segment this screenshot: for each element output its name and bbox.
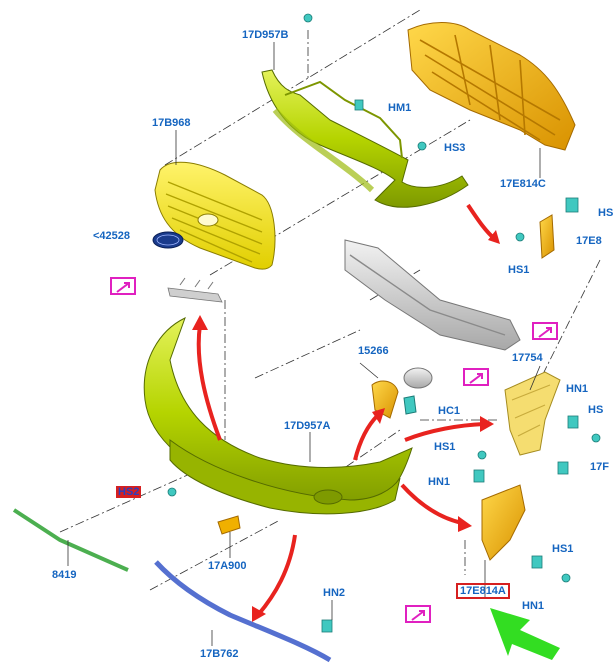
label-hs2[interactable]: HS2 — [116, 486, 142, 498]
lower-reinforcement[interactable] — [481, 484, 526, 561]
label-15266[interactable]: 15266 — [358, 345, 389, 357]
air-deflector[interactable] — [154, 560, 332, 663]
tow-eye-cover[interactable] — [217, 515, 241, 535]
highlight-arrow-icon — [490, 608, 560, 660]
label-hs1-low[interactable]: HS1 — [552, 543, 574, 555]
trim-strip[interactable] — [12, 508, 129, 572]
lower-bumper-cover[interactable] — [143, 317, 413, 515]
reference-arrow-icon[interactable] — [405, 605, 431, 623]
label-17d957a[interactable]: 17D957A — [284, 420, 331, 432]
grille-insert[interactable] — [154, 161, 276, 270]
label-hs3[interactable]: HS3 — [444, 142, 466, 154]
label-17e814c[interactable]: 17E814C — [500, 178, 546, 190]
label-17b968[interactable]: 17B968 — [152, 117, 191, 129]
label-17e8[interactable]: 17E8 — [576, 235, 602, 247]
clip-icon — [321, 99, 579, 633]
label-hs1-mid[interactable]: HS1 — [434, 441, 456, 453]
label-hs-right[interactable]: HS — [588, 404, 604, 416]
reference-arrow-icon[interactable] — [532, 322, 558, 340]
red-arrows — [196, 203, 498, 617]
ford-oval-badge-icon — [152, 231, 184, 249]
bumper-beam[interactable] — [344, 239, 521, 351]
right-side-bracket[interactable] — [504, 371, 561, 456]
label-17a900[interactable]: 17A900 — [208, 560, 247, 572]
label-hm1[interactable]: HM1 — [388, 102, 412, 114]
label-hn1-low[interactable]: HN1 — [522, 600, 545, 612]
fog-lamp-bracket[interactable] — [371, 367, 433, 419]
screw-icon — [167, 13, 601, 583]
label-8419[interactable]: 8419 — [52, 569, 77, 581]
label-hs1-upper[interactable]: HS1 — [508, 264, 530, 276]
clip-hc1[interactable] — [403, 395, 417, 415]
label-17f[interactable]: 17F — [590, 461, 609, 473]
label-17e814a[interactable]: 17E814A — [456, 583, 510, 599]
side-deflector-17e8[interactable] — [539, 214, 555, 259]
label-42528[interactable]: <42528 — [93, 230, 131, 242]
label-hn1-right[interactable]: HN1 — [566, 383, 589, 395]
label-hs-top-right[interactable]: HS — [598, 207, 613, 219]
label-leaders — [67, 42, 541, 646]
reference-arrow-icon[interactable] — [110, 277, 136, 295]
upper-reinforcement[interactable] — [407, 22, 576, 151]
small-bracket[interactable] — [167, 277, 223, 303]
label-17754[interactable]: 17754 — [512, 352, 543, 364]
label-hc1[interactable]: HC1 — [438, 405, 461, 417]
arrowheads — [192, 230, 500, 622]
label-17d957b[interactable]: 17D957B — [242, 29, 289, 41]
reference-arrow-icon[interactable] — [463, 368, 489, 386]
label-hn2[interactable]: HN2 — [323, 587, 346, 599]
label-17b762[interactable]: 17B762 — [200, 648, 239, 660]
label-hn1-mid[interactable]: HN1 — [428, 476, 451, 488]
